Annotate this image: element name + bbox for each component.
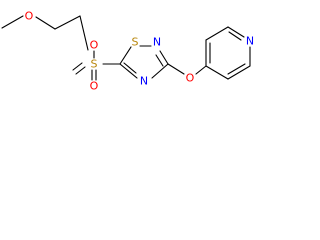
- bond-ring-n2-c3-double: [155, 54, 164, 67]
- molecule-structure: O O S O O S N N O N: [0, 0, 270, 107]
- atom-oxygen-sulfonyl-top: O: [90, 39, 99, 52]
- atom-sulfur-sulfonyl: S: [91, 58, 98, 71]
- bond-py-c2-n1: [227, 26, 245, 38]
- bonds: [1, 15, 251, 81]
- bond-ring-n4-c5: [119, 63, 138, 79]
- atom-oxygen-ether: O: [25, 10, 34, 23]
- bond-py-c6-c5-double: [227, 63, 246, 75]
- bond-ring-oxygen: [167, 63, 185, 75]
- atom-oxygen-aryl: O: [186, 72, 195, 85]
- bond-ring-c5-s1: [119, 46, 132, 65]
- atom-nitrogen-ring-top: N: [153, 36, 161, 49]
- bond-sulfonyl-oxygen-left-a: [72, 62, 83, 71]
- bond-methyl-oxygen: [1, 15, 24, 29]
- bond-oxygen-ch2: [35, 16, 56, 30]
- atom-nitrogen-pyridine: N: [246, 35, 254, 48]
- bond-ch2-ch2: [54, 15, 81, 30]
- structure-drawing: O O S O O S N N O N: [1, 10, 254, 93]
- bond-ring-n2-c3: [159, 50, 169, 65]
- atom-labels: O O S O O S N N O N: [25, 10, 254, 93]
- bond-py-c5-c4: [205, 65, 229, 80]
- bond-py-c3-c2: [205, 26, 229, 41]
- atom-sulfur-ring: S: [132, 36, 139, 49]
- bond-ch2-sulfur: [79, 15, 89, 51]
- bond-oxygen-pyridine: [195, 65, 207, 75]
- bond-py-c2-n1-double: [228, 31, 242, 41]
- bond-ring-n4-c5-double: [123, 62, 137, 74]
- atom-oxygen-sulfonyl-bottom: O: [90, 80, 99, 93]
- bond-sulfonyl-oxygen-left-b: [75, 66, 86, 75]
- bond-py-c6-c5: [227, 65, 251, 80]
- atom-nitrogen-ring-bottom: N: [140, 75, 148, 88]
- bond-ring-c3-n4: [151, 63, 169, 79]
